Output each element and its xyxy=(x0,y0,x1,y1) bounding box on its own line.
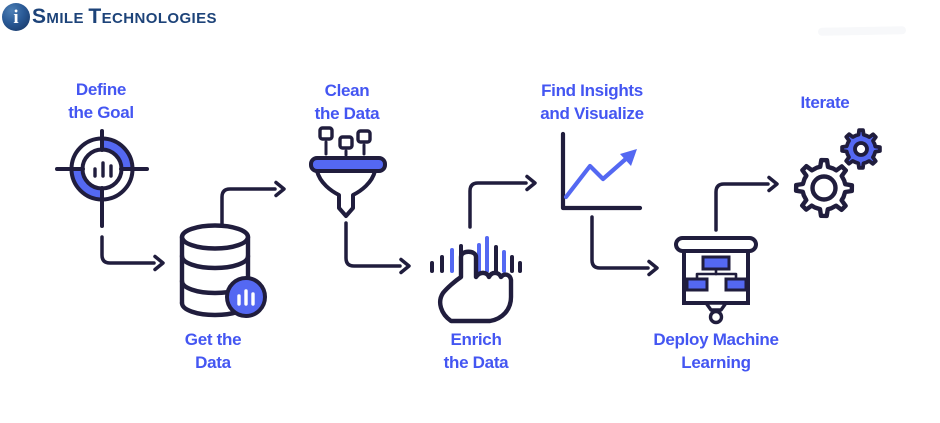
arrow-enrich-to-insights xyxy=(468,174,537,229)
brand-name: SMILE TECHNOLOGIES xyxy=(32,5,217,28)
logo-letter: i xyxy=(13,6,19,28)
arrow-define-to-get xyxy=(100,235,165,272)
flowchart-icon xyxy=(685,255,748,292)
gears-icon xyxy=(793,128,882,219)
mini-bar-chart-icon xyxy=(93,161,113,178)
target-icon xyxy=(55,129,149,228)
line-chart-icon xyxy=(560,131,643,211)
data-badge-icon xyxy=(225,276,267,318)
logo-circle-icon: i xyxy=(2,3,30,31)
funnel-icon xyxy=(309,126,387,218)
pointing-hand-icon xyxy=(438,249,514,324)
arrow-get-to-clean xyxy=(220,180,286,228)
database-icon xyxy=(179,223,267,318)
arrow-clean-to-enrich xyxy=(344,221,411,275)
presentation-board-icon xyxy=(674,236,758,325)
arrow-deploy-to-iterate xyxy=(714,175,779,232)
brand-logo: i SMILE TECHNOLOGIES xyxy=(2,3,217,31)
label-iterate: Iterate xyxy=(800,93,850,112)
arrow-insights-to-deploy xyxy=(590,215,659,277)
hand-bars-icon xyxy=(430,236,522,324)
